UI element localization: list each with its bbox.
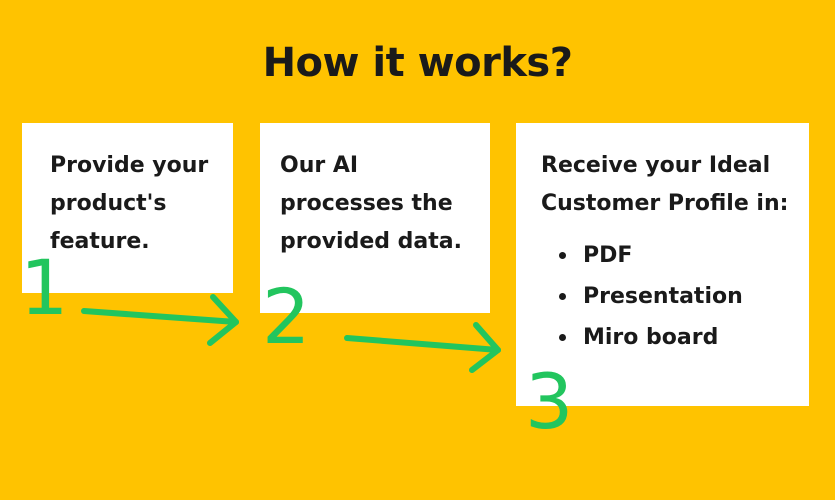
step-number-1: 1 bbox=[20, 243, 68, 332]
output-format-list: PDF Presentation Miro board bbox=[541, 235, 809, 358]
step-number-2: 2 bbox=[262, 272, 310, 361]
output-format-item-presentation: Presentation bbox=[559, 276, 809, 317]
page-title: How it works? bbox=[262, 40, 573, 86]
step-card-2: Our AI processes the provided data. bbox=[260, 123, 490, 313]
output-format-item-pdf: PDF bbox=[559, 235, 809, 276]
arrow-1-to-2-icon bbox=[81, 294, 239, 346]
arrow-2-to-3-icon bbox=[344, 322, 501, 373]
output-format-item-miro-board: Miro board bbox=[559, 317, 809, 358]
step-3-text: Receive your Ideal Customer Profile in: bbox=[541, 153, 789, 216]
step-number-3: 3 bbox=[525, 357, 573, 446]
step-1-text: Provide your product's feature. bbox=[50, 153, 209, 254]
step-card-1: Provide your product's feature. bbox=[22, 123, 233, 293]
step-2-text: Our AI processes the provided data. bbox=[280, 153, 462, 254]
step-card-3: Receive your Ideal Customer Profile in: … bbox=[516, 123, 809, 406]
